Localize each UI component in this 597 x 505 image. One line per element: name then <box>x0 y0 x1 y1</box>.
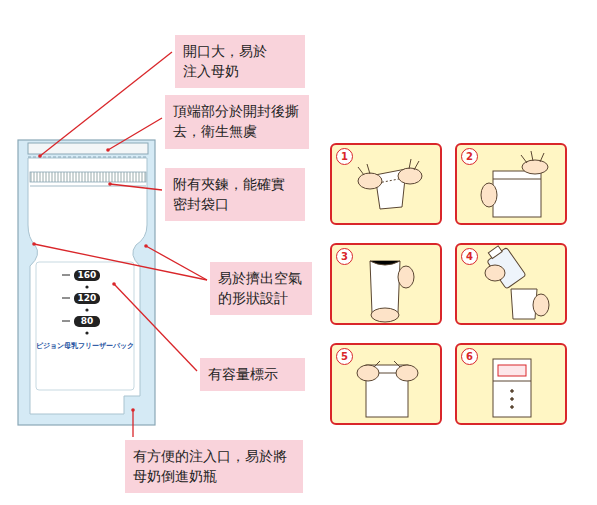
step-number: 4 <box>461 248 478 265</box>
callout-box: 易於擠出空氣的形狀設計 <box>210 262 312 315</box>
volume-mark: 160 <box>78 271 97 280</box>
leader-dot <box>108 182 112 186</box>
step-number: 1 <box>336 148 353 165</box>
callout-box: 頂端部分於開封後撕去，衛生無虞 <box>165 95 309 149</box>
step-number: 6 <box>461 348 478 365</box>
leader-dot <box>38 154 42 158</box>
leader-dot <box>112 282 116 286</box>
milk-bag <box>18 140 155 425</box>
brand-text: ピジョン母乳フリーザーパック <box>36 343 134 350</box>
volume-mark: 120 <box>78 294 97 303</box>
callout-box: 開口大，易於 注入母奶 <box>175 35 305 88</box>
leader-line <box>146 246 207 280</box>
leader-dot <box>144 244 148 248</box>
callout-text: 有容量標示 <box>208 364 297 384</box>
step-panel: 4 <box>455 243 567 325</box>
leader-line <box>108 118 162 150</box>
leader-line <box>114 284 197 371</box>
step-panel: 3 <box>330 243 442 325</box>
callout-text: 頂端部分於開封後撕去，衛生無虞 <box>173 101 301 142</box>
volume-mark: 80 <box>81 317 94 326</box>
step-number: 3 <box>336 248 353 265</box>
callout-text: 易於擠出空氣的形狀設計 <box>218 268 304 309</box>
leader-line <box>40 52 172 156</box>
callout-text: 有方便的注入口，易於將母奶倒進奶瓶 <box>133 446 293 487</box>
leader-line <box>34 244 207 280</box>
step-number: 2 <box>461 148 478 165</box>
callout-box: 有容量標示 <box>200 358 305 391</box>
leader-dot <box>131 408 135 412</box>
leader-dot <box>106 148 110 152</box>
callout-text: 附有夾鍊，能確實密封袋口 <box>173 174 289 215</box>
step-panel: 6 <box>455 343 567 425</box>
leader-dot <box>32 242 36 246</box>
step-illustrations <box>331 144 566 424</box>
callout-box: 有方便的注入口，易於將母奶倒進奶瓶 <box>125 440 303 493</box>
step-panel: 1 <box>330 143 442 225</box>
step-panel: 2 <box>455 143 567 225</box>
step-panel: 5 <box>330 343 442 425</box>
callout-box: 附有夾鍊，能確實密封袋口 <box>165 168 305 221</box>
step-number: 5 <box>336 348 353 365</box>
leader-line <box>110 184 162 190</box>
leader-line <box>132 410 133 437</box>
callout-text: 開口大，易於 注入母奶 <box>183 41 271 82</box>
